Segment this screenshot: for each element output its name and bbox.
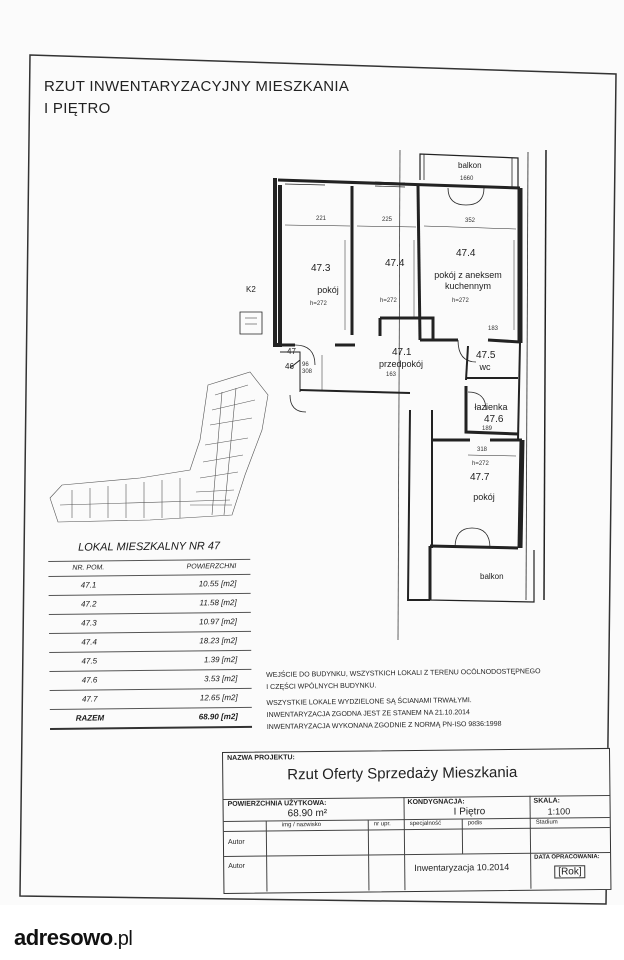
dim-318: 318 <box>477 447 488 453</box>
row-area: 1.39 [m2] <box>203 655 238 665</box>
floor-label: KONDYGNACJA: <box>407 798 465 807</box>
row-room: 47.3 <box>81 618 97 628</box>
row-area: 11.58 [m2] <box>199 598 237 608</box>
date-value: [Rok] <box>554 865 586 879</box>
col-area-header: POWIERZCHNI <box>186 563 237 571</box>
dim-189: 189 <box>482 426 493 432</box>
dim-163: 163 <box>386 372 397 378</box>
room-47-7-name: pokój <box>473 492 495 502</box>
row-area: 3.53 [m2] <box>204 674 238 684</box>
floor-plan-drawing <box>49 149 547 641</box>
project-label: NAZWA PROJEKTU: <box>227 754 295 762</box>
brand-footer: adresowo.pl <box>0 905 624 960</box>
room-47-3-number: 47.4 <box>385 258 405 269</box>
row-area: 12.65 [m2] <box>199 693 238 703</box>
area-table: LOKAL MIESZKALNY NR 47 NR. POM. POWIERZC… <box>48 532 253 730</box>
room-47-3-height: h=272 <box>380 298 397 304</box>
col-room-header: NR. POM. <box>72 564 105 572</box>
col-podpis-header: podis <box>467 820 483 827</box>
area-value: 68.90 m² <box>287 807 328 820</box>
brand-tld: .pl <box>112 928 133 950</box>
room-47-4-height: h=272 <box>452 298 469 304</box>
dim-1660: 1660 <box>460 176 474 182</box>
area-table-title: LOKAL MIESZKALNY NR 47 <box>48 532 251 562</box>
brand-logo[interactable]: adresowo.pl <box>14 925 133 951</box>
table-row: 47.4 18.23 [m2] <box>49 631 252 653</box>
dim-221: 221 <box>316 216 327 222</box>
table-total-row: RAZEM 68.90 [m2] <box>49 707 253 730</box>
room-47-2-number: 47.3 <box>311 263 331 274</box>
row-room: 47.7 <box>81 694 98 704</box>
row-area: 10.55 [m2] <box>198 579 237 589</box>
room-47-5-name: wc <box>479 362 491 372</box>
total-label: RAZEM <box>75 713 105 723</box>
scale-label: SKALA: <box>533 797 561 805</box>
scale-value: 1:100 <box>547 806 571 817</box>
dim-352: 352 <box>465 218 476 224</box>
row-room: 47.4 <box>81 637 97 647</box>
room-47-2-height: h=272 <box>310 301 327 307</box>
room-47-1-name: przedpokój <box>378 359 424 369</box>
room-47-7-number: 47.7 <box>470 472 490 483</box>
row-room: 47.5 <box>81 656 98 666</box>
row-area: 10.97 [m2] <box>199 617 237 627</box>
total-area: 68.90 [m2] <box>198 712 238 722</box>
row-room: 47.2 <box>80 599 97 609</box>
room-47-7-height: h=272 <box>472 461 489 467</box>
plan-notes: WEJŚCIE DO BUDYNKU, WSZYSTKICH LOKALI Z … <box>266 666 541 734</box>
title-block: NAZWA PROJEKTU: Rzut Oferty Sprzedaży Mi… <box>222 747 612 894</box>
stair-label: K2 <box>246 285 256 294</box>
table-row: 47.3 10.97 [m2] <box>48 612 252 634</box>
row-room: 47.6 <box>81 675 98 685</box>
neighbor-building <box>49 371 269 523</box>
room-47-6-name: łazienka <box>474 402 508 412</box>
table-row: 47.1 10.55 [m2] <box>48 574 251 596</box>
dim-225: 225 <box>382 217 393 223</box>
balcony-top-label: balkon <box>458 161 482 170</box>
room-47-4-name: pokój z aneksem kuchennym <box>420 270 516 292</box>
col-stadium-header: Stadium <box>535 819 558 826</box>
row-area: 18.23 [m2] <box>199 636 238 646</box>
table-row: 47.2 11.58 [m2] <box>48 593 251 615</box>
sheet-border <box>19 54 617 905</box>
floor-value: I Piętro <box>453 806 486 818</box>
neighbor-46-label: 46 <box>285 362 294 371</box>
area-label: POWIERZCHNIA UŻYTKOWA: <box>227 799 327 808</box>
plan-subtitle: I PIĘTRO <box>44 100 111 117</box>
brand-name: adresowo <box>14 925 113 950</box>
col-nr-header: nr upr. <box>373 821 391 828</box>
dim-308: 308 <box>302 369 313 375</box>
plan-title: RZUT INWENTARYZACYJNY MIESZKANIA <box>44 78 350 95</box>
col-spec-header: specjalność <box>409 820 442 828</box>
floor-plan-sheet: RZUT INWENTARYZACYJNY MIESZKANIA I PIĘTR… <box>19 54 617 905</box>
room-47-4-name-line1: pokój z aneksem <box>434 270 502 280</box>
table-row: 47.5 1.39 [m2] <box>49 650 252 672</box>
room-47-2-name: pokój <box>317 285 339 295</box>
room-47-4-number: 47.4 <box>456 248 476 259</box>
dim-96: 96 <box>302 362 309 368</box>
autor-1: Autor <box>227 838 245 846</box>
inventory-date: Inwentaryzacja 10.2014 <box>414 861 510 873</box>
row-room: 47.1 <box>80 580 97 590</box>
room-47-5-number: 47.5 <box>476 350 496 361</box>
note-line: I CZĘŚCI WPÓLNYCH BUDYNKU. <box>266 682 377 691</box>
room-47-6-number: 47.6 <box>484 414 504 425</box>
date-label: DATA OPRACOWANIA: <box>534 854 600 861</box>
project-name: Rzut Oferty Sprzedaży Mieszkania <box>287 763 518 784</box>
dim-183: 183 <box>488 326 499 332</box>
balcony-bottom-label: balkon <box>480 572 504 581</box>
table-row: 47.6 3.53 [m2] <box>49 669 252 691</box>
col-img-header: img / nazwisko <box>281 821 322 829</box>
room-47-4-name-line2: kuchennym <box>444 281 492 291</box>
table-row: 47.7 12.65 [m2] <box>49 688 252 710</box>
neighbor-47-label: 47 <box>287 347 296 356</box>
autor-2: Autor <box>228 862 245 870</box>
room-47-1-number: 47.1 <box>392 347 412 358</box>
